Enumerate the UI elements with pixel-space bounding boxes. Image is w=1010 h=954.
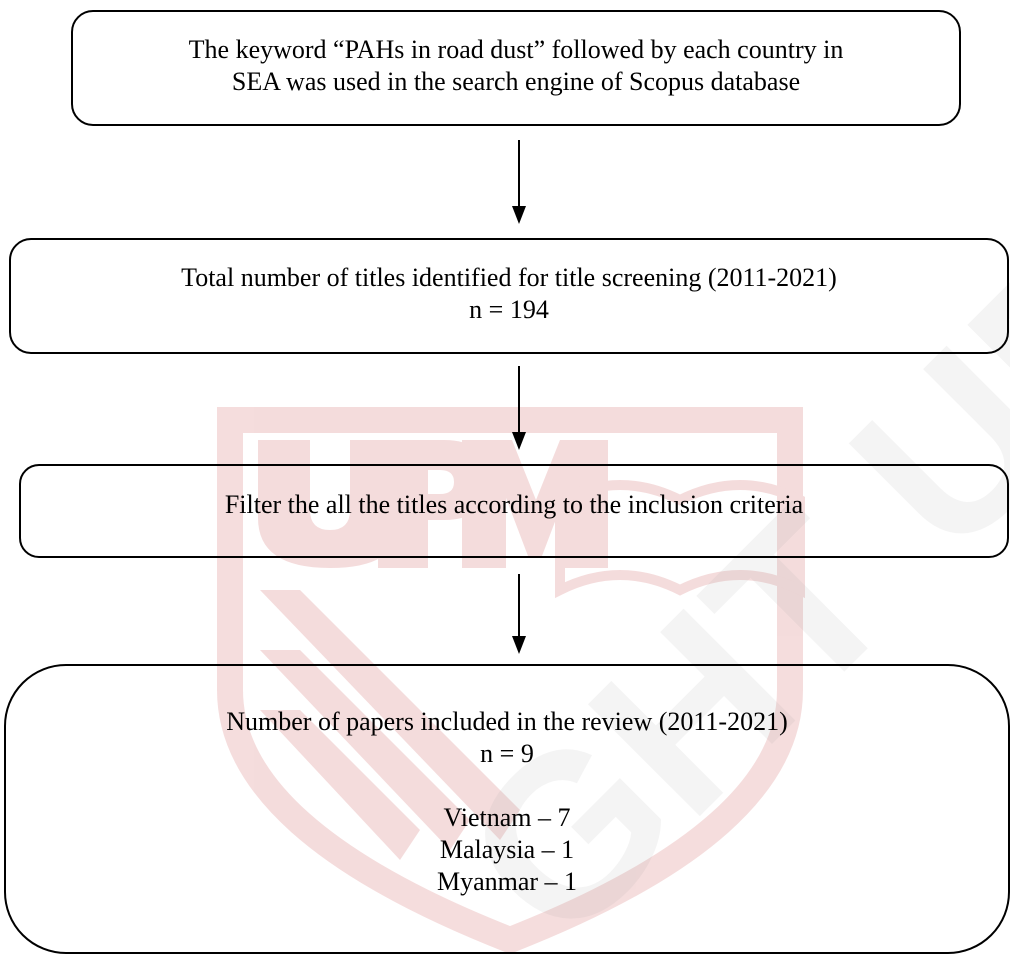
step-included-papers: Number of papers included in the review … <box>4 664 1010 954</box>
step-included-papers-count: n = 9 <box>480 739 534 768</box>
country-count-myanmar: Myanmar – 1 <box>436 867 578 896</box>
step-title-identification-line1: Total number of titles identified for ti… <box>181 263 837 292</box>
arrow-step2-to-step3 <box>512 366 526 450</box>
arrow-step1-to-step2 <box>512 140 526 224</box>
step-included-papers-line1: Number of papers included in the review … <box>226 707 788 736</box>
step-filter-titles: Filter the all the titles according to t… <box>19 464 1009 558</box>
step-filter-titles-line1: Filter the all the titles according to t… <box>224 490 804 519</box>
step-title-identification: Total number of titles identified for ti… <box>9 238 1009 354</box>
step-keyword-search: The keyword “PAHs in road dust” followed… <box>71 10 961 126</box>
step-title-identification-count: n = 194 <box>469 295 549 324</box>
arrow-step3-to-step4 <box>512 574 526 654</box>
step-keyword-search-line1: The keyword “PAHs in road dust” followed… <box>188 35 844 64</box>
country-count-vietnam: Vietnam – 7 <box>443 803 571 832</box>
country-count-malaysia: Malaysia – 1 <box>439 835 575 864</box>
step-keyword-search-line2: SEA was used in the search engine of Sco… <box>231 67 801 96</box>
